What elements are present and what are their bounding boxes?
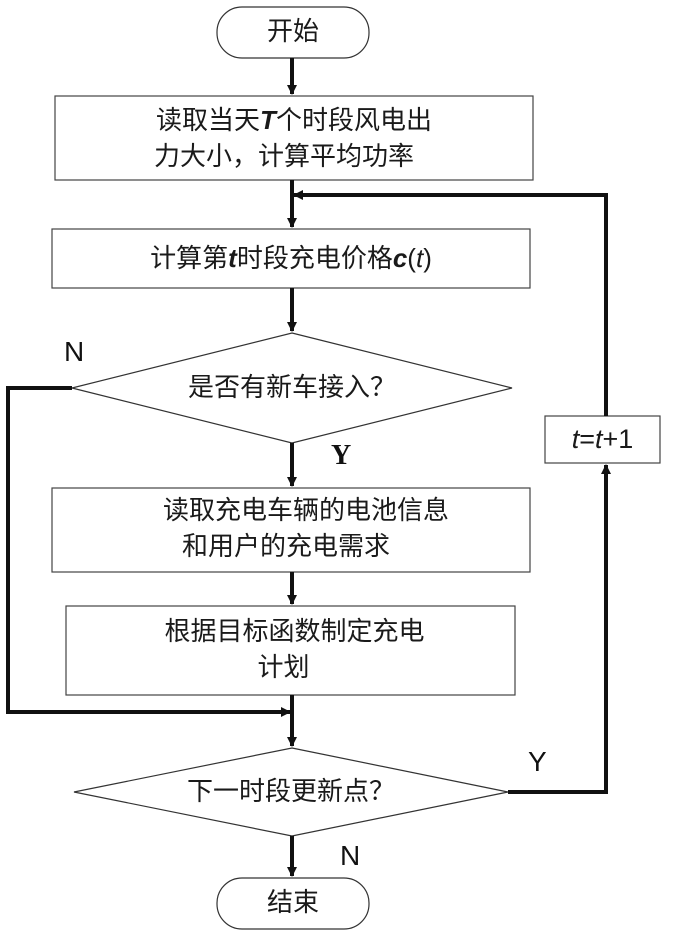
increment-box <box>544 415 661 464</box>
var-t-lhs: t <box>571 424 580 454</box>
make-plan-line1: 根据目标函数制定充电 <box>164 617 425 647</box>
make-plan-line2: 计划 <box>257 653 310 683</box>
paren-open: ( <box>407 243 416 273</box>
end-label: 结束 <box>266 888 319 918</box>
start-label: 开始 <box>266 17 319 47</box>
read-wind-label: 读取当天T个时段风电出 力大小，计算平均功率 <box>55 102 533 175</box>
calc-price-text-a: 计算第 <box>150 244 229 274</box>
read-battery-box <box>51 487 531 573</box>
read-battery-label: 读取充电车辆的电池信息 和用户的充电需求 <box>52 493 530 565</box>
var-T: T <box>260 105 276 135</box>
edge-increment-loop <box>293 190 608 416</box>
edge-next-yes <box>508 464 611 794</box>
var-t-rhs: t <box>594 424 603 454</box>
read-wind-line2: 力大小，计算平均功率 <box>153 142 414 172</box>
var-t-arg: t <box>415 243 424 273</box>
end-terminal <box>216 877 370 930</box>
increment-label: t=t+1 <box>545 421 660 457</box>
new-car-yes-label: Y <box>331 440 352 471</box>
read-battery-line2: 和用户的充电需求 <box>181 532 390 562</box>
read-wind-box <box>54 95 534 181</box>
read-wind-text-a: 读取当天 <box>156 106 261 136</box>
read-wind-text-b: 个时段风电出 <box>275 106 432 136</box>
new-car-label: 是否有新车接入？ <box>187 373 396 403</box>
read-battery-line1: 读取充电车辆的电池信息 <box>162 496 449 526</box>
new-car-no-label: N <box>64 336 85 367</box>
calc-price-box <box>51 228 531 289</box>
plus-one: +1 <box>602 424 634 454</box>
next-period-label: 下一时段更新点？ <box>186 777 395 807</box>
read-wind-line1: 读取当天T个时段风电出 <box>55 102 533 139</box>
equals-sign: = <box>579 424 595 454</box>
next-yes-label: Y <box>528 746 547 777</box>
edge-newcar-no <box>6 386 291 717</box>
var-t: t <box>228 243 237 273</box>
calc-price-label: 计算第t时段充电价格c(t) <box>52 240 530 277</box>
var-c: c <box>392 243 408 273</box>
make-plan-label: 根据目标函数制定充电 计划 <box>66 614 515 686</box>
next-no-label: N <box>340 840 361 871</box>
calc-price-text-b: 时段充电价格 <box>236 244 393 274</box>
paren-close: ) <box>423 243 432 273</box>
